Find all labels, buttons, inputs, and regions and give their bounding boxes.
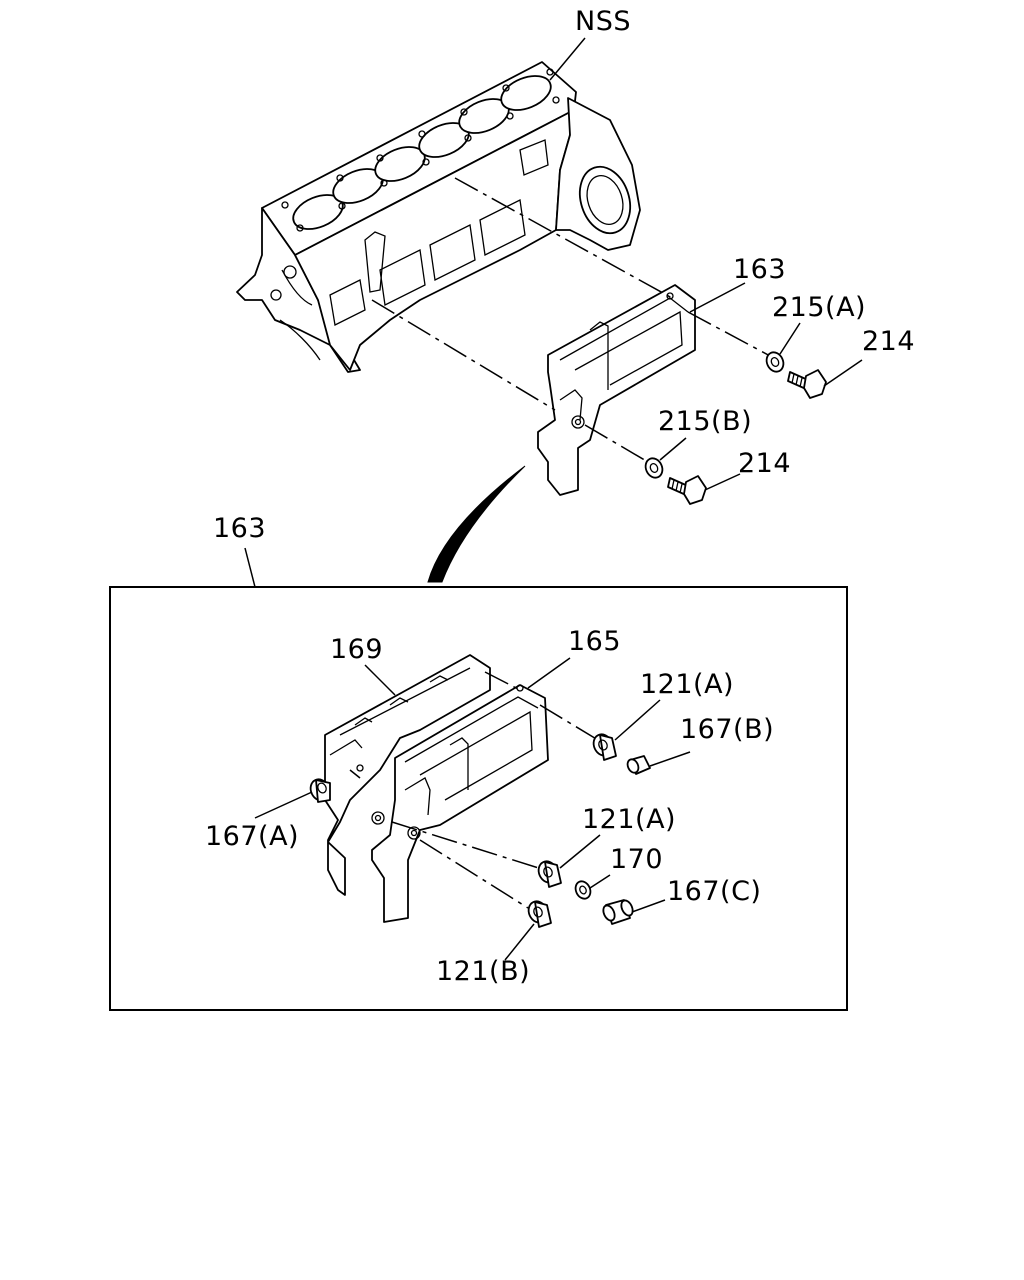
box-163-leader [244,547,256,588]
label-215b: 215(B) [658,406,752,437]
label-121a-upper: 121(A) [640,669,734,700]
bushing-121a-lower [537,860,562,888]
bolt-214-lower [667,475,707,505]
label-169: 169 [330,634,383,665]
leaders-top [549,37,863,491]
washer-215a [765,351,785,373]
detail-arrow [427,465,526,583]
label-163-box: 163 [213,513,266,544]
bushing-167a [309,778,331,803]
label-121a-lower: 121(A) [582,804,676,835]
label-214-lower: 214 [738,448,791,479]
label-167a: 167(A) [205,821,299,852]
ring-170 [574,880,592,900]
label-163-top: 163 [733,254,786,285]
part-169-case [324,654,491,896]
leaders-detail [254,657,691,961]
washer-215b [644,457,664,479]
bushing-121a-upper [592,733,617,761]
assembly-lines-detail [349,671,599,909]
pin-167b [626,755,651,775]
cylinder-bores [292,75,552,230]
bolt-214-upper [787,369,827,399]
label-170: 170 [610,844,663,875]
label-167c: 167(C) [667,876,761,907]
pin-167c [602,899,634,925]
label-215a: 215(A) [772,292,866,323]
label-121b: 121(B) [436,956,530,987]
detail-box [109,586,848,1011]
part-165-case [356,684,549,923]
label-nss: NSS [575,6,631,37]
label-214-upper: 214 [862,326,915,357]
label-167b: 167(B) [680,714,774,745]
label-165: 165 [568,626,621,657]
bushing-121b [527,900,552,928]
cylinder-block [236,61,641,373]
assembly-lines-top [371,177,773,463]
part-163-assembled [537,284,696,496]
